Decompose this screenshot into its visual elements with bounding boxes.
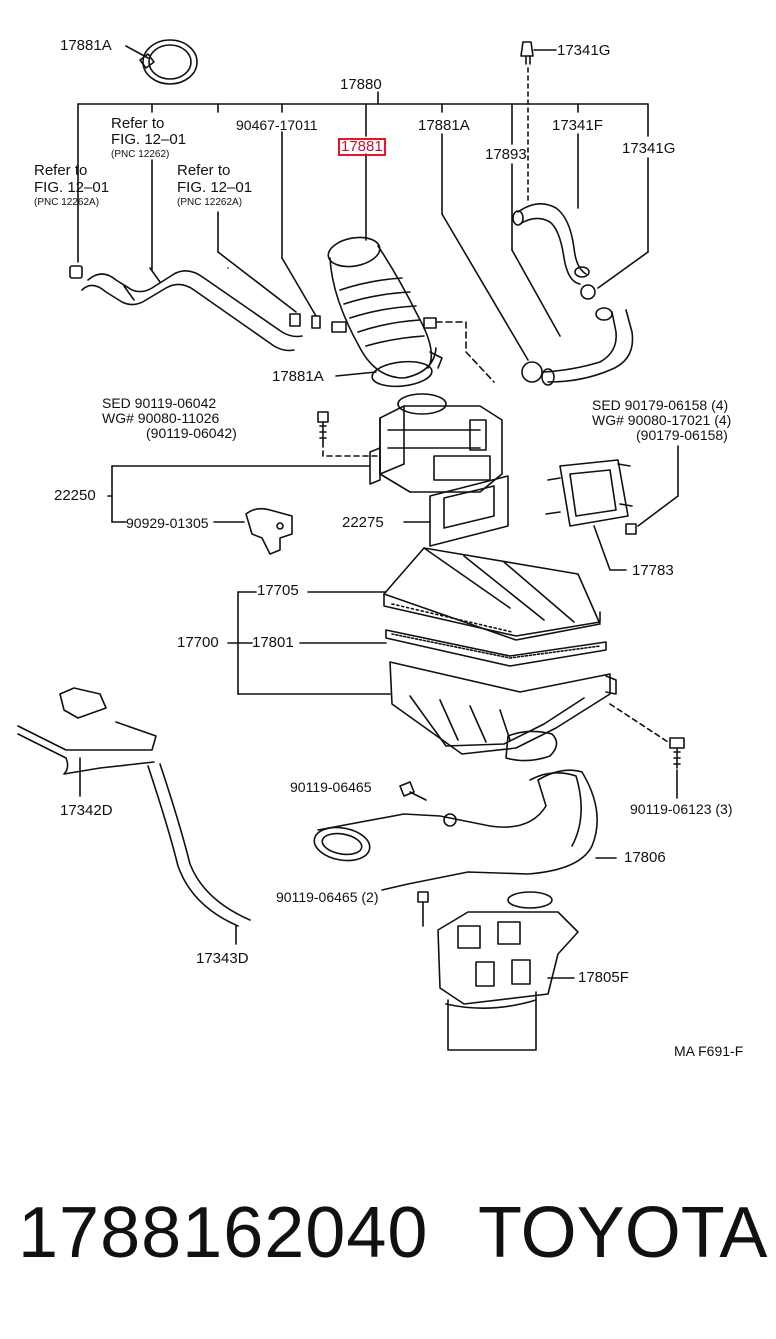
- leader-lines-upper: [151, 131, 649, 377]
- hose-17342D: [17, 687, 157, 797]
- label-refer-1-line-b: FIG. 12–01: [111, 131, 187, 148]
- bolt-90119-06123: [609, 703, 685, 799]
- screw-90179-06158: [625, 445, 679, 535]
- label-sed-90119-06042: SED 90119-06042: [102, 395, 217, 411]
- label-17783: 17783: [632, 562, 674, 579]
- hose-17343D: [147, 763, 251, 945]
- label-17801: 17801: [252, 634, 294, 651]
- parts-diagram: 17881A 17880 17341G Refer to FIG. 12–01 …: [17, 37, 744, 1059]
- label-17893: 17893: [485, 146, 527, 163]
- air-cleaner-cap-17705[interactable]: [383, 547, 601, 641]
- plate-17783[interactable]: [545, 459, 633, 571]
- bolt-90119-06465-2: [417, 891, 429, 927]
- label-17881A-low: 17881A: [272, 368, 324, 385]
- leader-17880: [77, 91, 649, 263]
- label-17342D: 17342D: [60, 802, 113, 819]
- label-17341G-mid: 17341G: [622, 140, 676, 157]
- hose-left: [69, 265, 303, 352]
- label-17341G-top: 17341G: [557, 42, 611, 59]
- label-17881A-top: 17881A: [60, 37, 112, 54]
- clamps-mid: [289, 313, 321, 329]
- part-footer: 1788162040 TOYOTA: [0, 1190, 776, 1280]
- label-refer-3-line-a: Refer to: [177, 162, 231, 179]
- label-refer-3-line-b: FIG. 12–01: [177, 179, 253, 196]
- clip-17341G-top: [520, 41, 557, 201]
- label-wg-90179-06158: (90179-06158): [636, 427, 728, 443]
- label-refer-2-line-b: FIG. 12–01: [34, 179, 110, 196]
- clamp-17881A-top: [125, 39, 198, 85]
- bracket-90929-01305: [245, 507, 293, 555]
- bolt-90119-06465: [399, 781, 427, 801]
- label-22275: 22275: [342, 514, 384, 531]
- label-90119-06465: 90119-06465: [290, 779, 372, 795]
- label-17343D: 17343D: [196, 950, 249, 967]
- label-17881A-mid: 17881A: [418, 117, 470, 134]
- label-90119-06123: 90119-06123 (3): [630, 801, 733, 817]
- leader-22250: [107, 465, 371, 523]
- label-17700: 17700: [177, 634, 219, 651]
- label-wg-90080-11026: WG# 90080-11026: [102, 410, 220, 426]
- gasket-22275[interactable]: [403, 475, 509, 547]
- air-flow-meter-22250[interactable]: [369, 393, 503, 493]
- label-17881-highlighted[interactable]: 17881: [338, 138, 386, 156]
- leader-17700: [227, 591, 391, 695]
- label-figure-reference: MA F691-F: [674, 1043, 744, 1059]
- label-17806: 17806: [624, 849, 666, 866]
- label-17880: 17880: [340, 76, 382, 93]
- hose-17893: [521, 284, 634, 386]
- label-refer-2-line-a: Refer to: [34, 162, 88, 179]
- diagram-drawing: [17, 39, 685, 1051]
- resonator-17805F[interactable]: [437, 891, 579, 1051]
- label-22250: 22250: [54, 487, 96, 504]
- label-refer-3-line-c: (PNC 12262A): [177, 197, 243, 208]
- hose-17341F: [512, 203, 590, 285]
- intake-pipe-17806[interactable]: [312, 769, 617, 891]
- part-number: 1788162040: [18, 1193, 429, 1273]
- label-refer-1-line-a: Refer to: [111, 115, 165, 132]
- label-17805F: 17805F: [578, 969, 629, 986]
- air-filter-element-17801[interactable]: [385, 629, 607, 667]
- label-90467-17011: 90467-17011: [236, 117, 318, 133]
- air-cleaner-case[interactable]: [389, 661, 617, 762]
- brand-name: TOYOTA: [478, 1193, 768, 1273]
- label-wg-90080-17021: WG# 90080-17021 (4): [592, 412, 732, 428]
- label-90929-01305: 90929-01305: [126, 515, 209, 531]
- label-sed-90179-06158: SED 90179-06158 (4): [592, 397, 729, 413]
- intake-duct-17881[interactable]: [326, 234, 495, 389]
- label-refer-1-line-c: (PNC 12262): [111, 149, 170, 160]
- label-refer-2-line-c: (PNC 12262A): [34, 197, 100, 208]
- label-wg-90119-06042: (90119-06042): [146, 425, 237, 441]
- label-90119-06465-2: 90119-06465 (2): [276, 889, 379, 905]
- label-17705: 17705: [257, 582, 299, 599]
- label-17341F: 17341F: [552, 117, 603, 134]
- screw-90119-06042: [317, 411, 378, 457]
